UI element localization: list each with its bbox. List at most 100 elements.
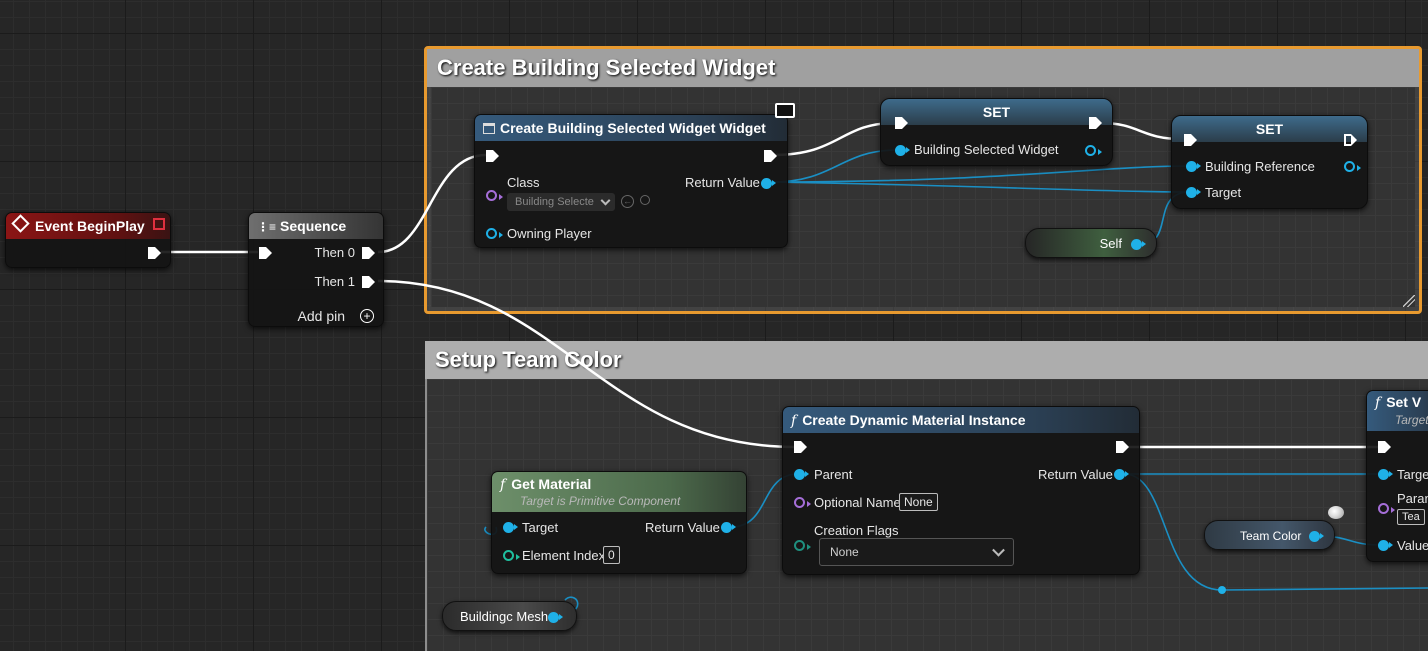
browse-icon[interactable]	[640, 195, 650, 205]
building-mesh-label: Buildingc Mesh	[460, 609, 549, 624]
target-label: Target	[1205, 185, 1242, 200]
delegate-square-icon[interactable]	[153, 218, 165, 230]
exec-output-pin[interactable]	[1116, 441, 1129, 453]
element-index-input[interactable]: 0	[603, 546, 620, 564]
widget-editor-icon	[775, 103, 795, 118]
exec-input-pin[interactable]	[1378, 441, 1391, 453]
comment-title[interactable]: Setup Team Color	[425, 341, 1428, 379]
exec-output-pin[interactable]	[1089, 117, 1102, 129]
parameter-name-label: Paran	[1397, 491, 1428, 506]
use-selected-icon[interactable]: ←	[621, 195, 634, 208]
team-color-label: Team Color	[1240, 529, 1302, 543]
then-1-pin[interactable]	[362, 276, 375, 288]
output-pin[interactable]	[1085, 145, 1102, 156]
exec-input-pin[interactable]	[259, 247, 272, 259]
event-beginplay-node[interactable]: Event BeginPlay	[5, 212, 171, 268]
class-select-value: Building Selecte	[515, 196, 594, 208]
node-header: ⋮≡Sequence	[249, 213, 383, 239]
owning-player-pin[interactable]	[486, 228, 503, 239]
optional-name-input[interactable]: None	[899, 493, 938, 511]
node-title: Create Dynamic Material Instance	[802, 412, 1026, 428]
target-pin[interactable]	[1186, 187, 1201, 198]
return-value-pin[interactable]	[1114, 469, 1129, 480]
chevron-down-icon	[992, 543, 1005, 557]
return-value-label: Return Value	[645, 520, 720, 535]
optional-name-label: Optional Name	[814, 495, 901, 510]
value-pin[interactable]	[1378, 540, 1393, 551]
element-index-label: Element Index	[522, 548, 606, 563]
add-pin-button[interactable]: Add pin	[297, 308, 345, 324]
return-value-pin[interactable]	[721, 522, 736, 533]
target-pin[interactable]	[503, 522, 518, 533]
element-index-pin[interactable]	[503, 550, 520, 561]
class-pin[interactable]	[486, 190, 503, 201]
then-0-pin[interactable]	[362, 247, 375, 259]
self-pin[interactable]	[1131, 239, 1146, 250]
exec-output-pin[interactable]	[764, 150, 777, 162]
get-material-node[interactable]: f Get Material Target is Primitive Compon…	[491, 471, 747, 574]
building-selected-widget-label: Building Selected Widget	[914, 142, 1059, 157]
node-header: Create Building Selected Widget Widget	[475, 115, 787, 141]
self-node[interactable]: Self	[1025, 228, 1157, 258]
return-value-label: Return Value	[1038, 467, 1113, 482]
set-building-reference-node[interactable]: SET Building Reference Target	[1171, 115, 1368, 209]
replication-icon	[1328, 506, 1344, 519]
class-label: Class	[507, 175, 540, 190]
sequence-node[interactable]: ⋮≡Sequence Then 0 Then 1 Add pin +	[248, 212, 384, 327]
creation-flags-select[interactable]: None	[819, 538, 1014, 566]
event-diamond-icon	[11, 214, 30, 233]
node-header: SET	[881, 99, 1112, 125]
exec-output-pin[interactable]	[148, 247, 161, 259]
add-pin-icon[interactable]: +	[360, 309, 374, 323]
node-title: Get Material	[511, 476, 592, 492]
function-icon: f	[1375, 395, 1381, 411]
parameter-name-input[interactable]: Tea	[1397, 509, 1425, 525]
building-mesh-pin[interactable]	[548, 612, 563, 623]
building-reference-label: Building Reference	[1205, 159, 1315, 174]
resize-grip-icon[interactable]	[1403, 295, 1415, 307]
exec-input-pin[interactable]	[1184, 134, 1197, 146]
creation-flags-label: Creation Flags	[814, 523, 899, 538]
building-mesh-node[interactable]: Buildingc Mesh	[442, 601, 577, 631]
optional-name-pin[interactable]	[794, 497, 811, 508]
node-title: Create Building Selected Widget Widget	[500, 120, 766, 136]
target-label: Target	[522, 520, 559, 535]
node-subtitle: Target is Primitive Component	[520, 494, 681, 508]
function-icon: f	[791, 413, 797, 429]
node-title: Sequence	[280, 218, 347, 234]
function-icon: f	[500, 477, 506, 493]
node-title: SET	[1255, 121, 1284, 137]
owning-player-label: Owning Player	[507, 226, 592, 241]
creation-flags-pin[interactable]	[794, 540, 811, 551]
node-header: Event BeginPlay	[6, 213, 170, 239]
node-title: Event BeginPlay	[35, 218, 145, 234]
node-title: SET	[982, 104, 1011, 120]
set-building-selected-widget-node[interactable]: SET Building Selected Widget	[880, 98, 1113, 166]
then-1-label: Then 1	[314, 274, 355, 289]
team-color-pin[interactable]	[1309, 531, 1324, 542]
exec-input-pin[interactable]	[794, 441, 807, 453]
exec-input-pin[interactable]	[895, 117, 908, 129]
comment-title[interactable]: Create Building Selected Widget	[427, 49, 1419, 87]
building-selected-widget-pin[interactable]	[895, 145, 910, 156]
parameter-name-pin[interactable]	[1378, 503, 1395, 514]
target-pin[interactable]	[1378, 469, 1393, 480]
return-value-pin[interactable]	[761, 178, 776, 189]
output-pin[interactable]	[1344, 161, 1361, 172]
exec-output-pin[interactable]	[1344, 134, 1357, 146]
create-widget-node[interactable]: Create Building Selected Widget Widget C…	[474, 114, 788, 248]
class-select[interactable]: Building Selecte	[507, 193, 615, 211]
building-reference-pin[interactable]	[1186, 161, 1201, 172]
self-label: Self	[1099, 236, 1122, 251]
exec-input-pin[interactable]	[486, 150, 499, 162]
parent-pin[interactable]	[794, 469, 809, 480]
node-header: f Get Material	[492, 472, 746, 512]
creation-flags-value: None	[830, 545, 859, 559]
node-header: f Create Dynamic Material Instance	[783, 407, 1139, 433]
team-color-node[interactable]: Team Color	[1204, 520, 1335, 550]
node-header: SET	[1172, 116, 1367, 142]
chevron-down-icon	[600, 195, 611, 206]
